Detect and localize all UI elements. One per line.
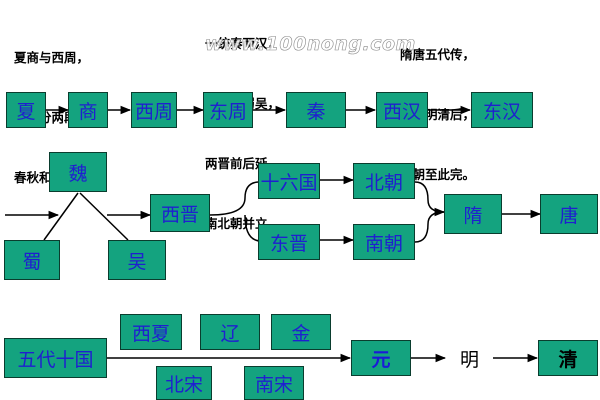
dynasty-wudaishiguo: 五代十国 <box>4 338 107 378</box>
dynasty-tang: 唐 <box>540 194 598 234</box>
dynasty-yuan: 元 <box>351 340 411 376</box>
poem-left-line-1: 夏商与西周， <box>14 50 90 65</box>
dynasty-qin: 秦 <box>286 92 346 128</box>
dynasty-xia: 夏 <box>6 92 46 128</box>
dynasty-wei: 魏 <box>49 152 107 192</box>
line-xijin-dongjin <box>244 214 261 242</box>
dynasty-xijin: 西晋 <box>150 194 210 232</box>
line-nanchao-sui <box>414 207 446 243</box>
line-beichao-sui <box>414 181 445 213</box>
dynasty-xixia: 西夏 <box>120 314 182 350</box>
poem-middle-line-1: 一统秦两汉， <box>205 36 281 51</box>
dynasty-beisong: 北宋 <box>156 366 212 400</box>
line-wei-shu <box>43 192 79 241</box>
dynasty-liao: 辽 <box>200 314 260 350</box>
dynasty-beichao: 北朝 <box>353 163 415 199</box>
dynasty-dongzhou: 东周 <box>203 92 253 128</box>
line-xijin-shiliuguo <box>209 181 259 216</box>
dynasty-shiliuguo: 十六国 <box>258 163 320 199</box>
dynasty-wu: 吴 <box>108 240 166 280</box>
dynasty-nanchao: 南朝 <box>353 224 415 260</box>
dynasty-qing: 清 <box>538 340 598 376</box>
dynasty-jin: 金 <box>271 314 331 350</box>
dynasty-dongjin: 东晋 <box>258 224 320 260</box>
dynasty-ming: 明 <box>446 340 493 376</box>
poem-right-line-1: 隋唐五代传， <box>400 47 476 62</box>
dynasty-shu: 蜀 <box>4 240 60 280</box>
dynasty-xizhou: 西周 <box>131 92 177 128</box>
line-wei-wu <box>79 192 129 241</box>
dynasty-nansong: 南宋 <box>244 366 304 400</box>
dynasty-shang: 商 <box>68 92 108 128</box>
dynasty-xihan: 西汉 <box>376 92 428 128</box>
dynasty-donghan: 东汉 <box>471 92 533 128</box>
poem-right-line-3: 王朝至此完。 <box>400 167 476 182</box>
watermark-text: www.100nong.com <box>205 33 416 56</box>
dynasty-sui: 隋 <box>444 194 502 234</box>
